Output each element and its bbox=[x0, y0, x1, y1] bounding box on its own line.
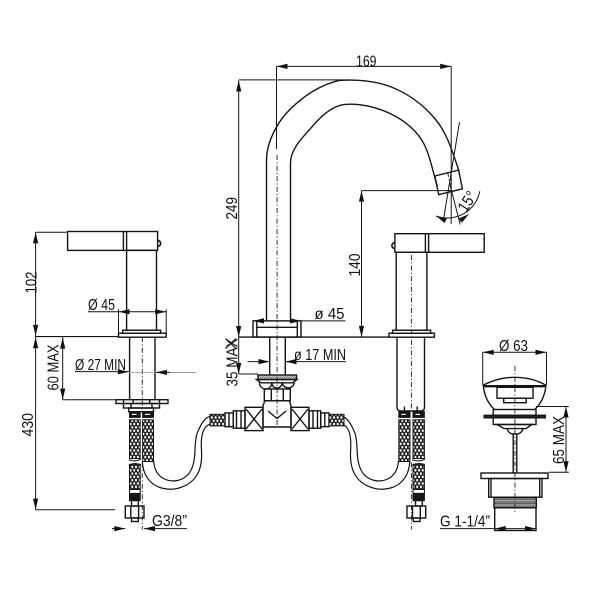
svg-text:65 MAX: 65 MAX bbox=[551, 416, 568, 464]
svg-text:Ø 27 MIN: Ø 27 MIN bbox=[75, 357, 126, 374]
svg-text:G3/8”: G3/8” bbox=[152, 513, 187, 530]
svg-text:Ø 45: Ø 45 bbox=[88, 297, 115, 314]
svg-text:169: 169 bbox=[356, 53, 377, 70]
svg-text:ø 45: ø 45 bbox=[315, 306, 345, 323]
svg-text:249: 249 bbox=[224, 197, 241, 220]
svg-text:35 MAX: 35 MAX bbox=[225, 338, 242, 386]
svg-text:G 1-1/4”: G 1-1/4” bbox=[440, 513, 490, 530]
svg-text:Ø 63: Ø 63 bbox=[499, 338, 528, 355]
svg-text:ø 17 MIN: ø 17 MIN bbox=[294, 347, 346, 364]
svg-text:430: 430 bbox=[20, 413, 37, 437]
svg-text:102: 102 bbox=[23, 271, 40, 293]
svg-text:60 MAX: 60 MAX bbox=[46, 344, 63, 390]
svg-text:140: 140 bbox=[347, 253, 364, 276]
